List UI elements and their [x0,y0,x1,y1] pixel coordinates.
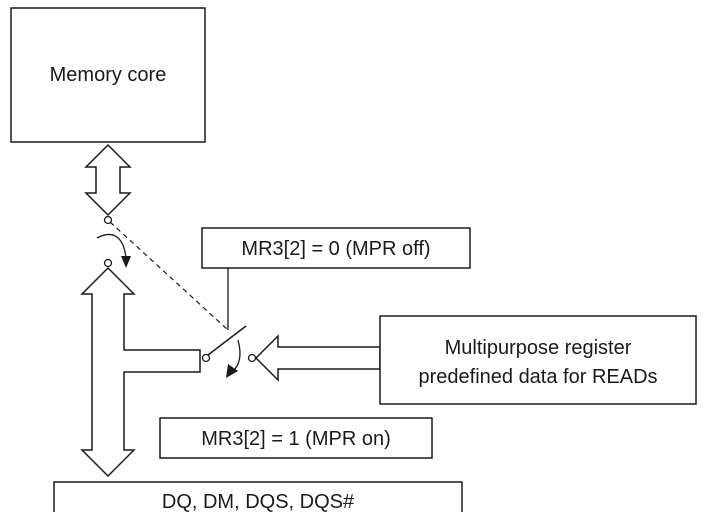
io-pins-block: DQ, DM, DQS, DQS# [53,481,463,512]
memory-core-label: Memory core [50,64,167,86]
mpr-on-callout: MR3[2] = 1 (MPR on) [159,417,433,459]
io-pins-label: DQ, DM, DQS, DQS# [162,491,355,512]
register-data-arrow [254,334,381,382]
switch-lower-terminal [103,258,113,268]
data-bus-t-arrow [80,266,201,478]
register-label-line1: Multipurpose register [445,337,632,359]
mpr-switch [201,325,257,363]
switch-rotation-arrow-bottom [226,339,241,378]
switch-rotation-arrow-top [96,233,131,268]
memory-bus-double-arrow [84,143,132,217]
multipurpose-register-block: Multipurpose register predefined data fo… [379,315,697,405]
register-label-line2: predefined data for READs [418,366,657,388]
switch-upper-terminal [103,215,113,225]
mpr-on-label: MR3[2] = 1 (MPR on) [201,428,391,450]
mpr-off-label: MR3[2] = 0 (MPR off) [241,238,430,260]
mpr-off-callout: MR3[2] = 0 (MPR off) [201,227,471,330]
memory-core-block: Memory core [10,7,206,143]
